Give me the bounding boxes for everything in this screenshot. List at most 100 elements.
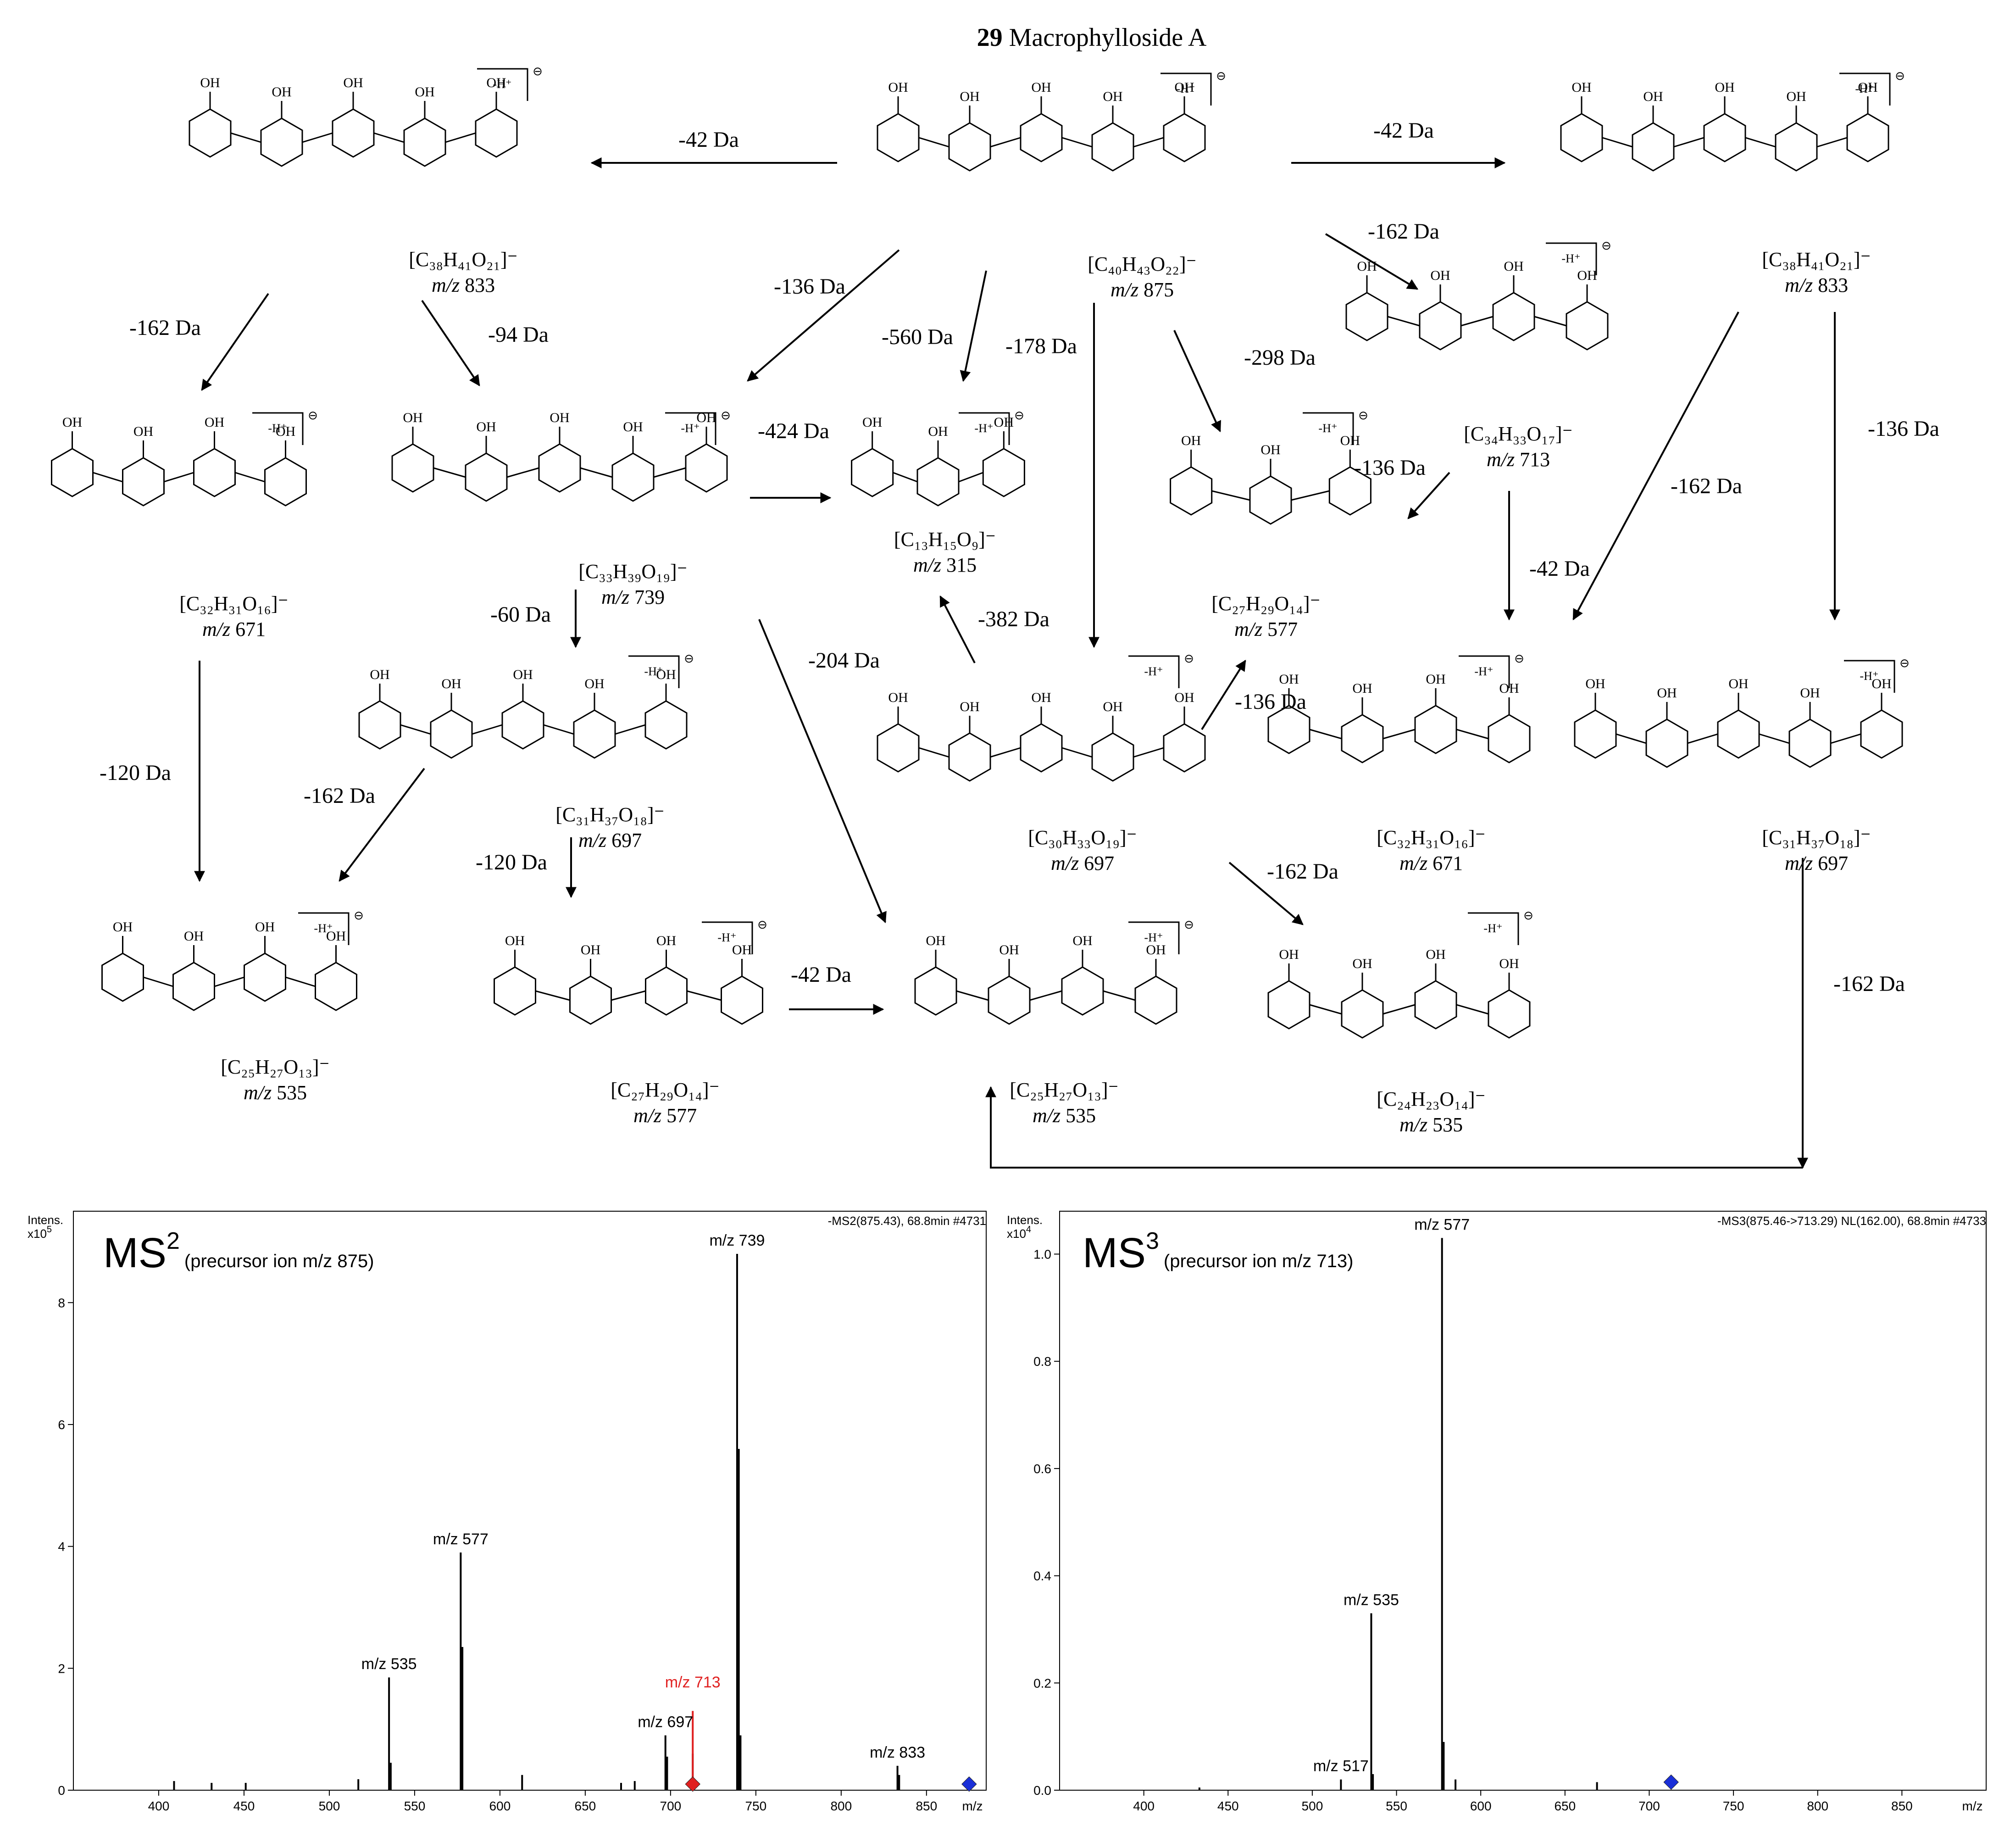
ring-0 <box>1574 709 1617 759</box>
x-tick-label: 550 <box>1386 1799 1407 1813</box>
ring-2 <box>1061 966 1104 1016</box>
hydroxyl-label: OH <box>1786 89 1806 104</box>
hydroxyl-label: OH <box>888 690 908 705</box>
x-tick-label: 600 <box>1470 1799 1492 1813</box>
fragmentation-arrow <box>747 249 900 382</box>
charge-label: -H⁺ <box>1855 82 1874 95</box>
hydroxyl-label: OH <box>1340 433 1360 448</box>
hydroxyl-label: OH <box>370 667 389 682</box>
ring-1 <box>1341 714 1384 763</box>
negative-charge-icon: ⊖ <box>1523 909 1533 922</box>
mz-prefix: m/z <box>633 1104 661 1127</box>
mz-value: 315 <box>941 554 977 576</box>
bond-1 <box>1383 1004 1416 1015</box>
hydroxyl-label: OH <box>581 942 600 957</box>
neutral-loss-label: -94 Da <box>488 323 549 347</box>
ring-0 <box>391 443 434 493</box>
neutral-loss-label: -162 Da <box>1671 474 1742 498</box>
bond-0 <box>93 472 123 483</box>
ring-3 <box>721 975 763 1025</box>
bracket-line <box>1128 655 1180 688</box>
x-tick-label: 500 <box>319 1799 340 1813</box>
ring-0 <box>1267 705 1310 754</box>
ion-mz: m/z 671 <box>1399 852 1463 874</box>
ring-3 <box>403 117 446 167</box>
mz-value: 833 <box>1813 274 1848 296</box>
neutral-loss-label: -136 Da <box>1235 690 1306 714</box>
hydroxyl-label: OH <box>113 919 133 935</box>
ring-1 <box>1645 718 1688 768</box>
bond-0 <box>918 137 950 148</box>
plot-frame <box>1059 1211 1987 1791</box>
bracket-line <box>1161 72 1212 106</box>
neutral-loss-label: -162 Da <box>304 784 375 808</box>
ring-1 <box>430 709 473 759</box>
peak-annotation: m/z 697 <box>638 1713 693 1731</box>
hydroxyl-label: OH <box>584 676 604 691</box>
charge-label: -H⁺ <box>1144 665 1163 678</box>
x-tick-label: 800 <box>830 1799 852 1813</box>
charge-bracket: -H⁺⊖ <box>702 918 767 954</box>
hydroxyl-label: OH <box>623 419 643 434</box>
hydroxyl-label: OH <box>960 89 979 104</box>
ion-mz: m/z 671 <box>202 618 266 640</box>
neutral-loss-label: -42 Da <box>1373 118 1434 143</box>
fragmentation-arrow <box>1407 472 1450 519</box>
x-tick-label: 450 <box>1217 1799 1239 1813</box>
x-tick-label: 450 <box>233 1799 255 1813</box>
ion-formula: [C₃₂H₃₁O₁₆]⁻ <box>1377 826 1485 849</box>
neutral-loss-label: -136 Da <box>1868 417 1939 441</box>
ion-formula: [C₃₁H₃₇O₁₈]⁻ <box>555 803 664 826</box>
ion-mz: m/z 577 <box>633 1104 697 1127</box>
bracket-line <box>628 655 680 688</box>
ring-3 <box>1488 714 1531 763</box>
ion-formula: [C₂₇H₂₉O₁₄]⁻ <box>1211 592 1320 615</box>
ion-mz: m/z 697 <box>1051 852 1114 874</box>
ion-formula: [C₁₃H₁₅O₉]⁻ <box>894 528 996 551</box>
ion-mz: m/z 697 <box>578 829 642 852</box>
charge-bracket: -H⁺⊖ <box>1128 918 1194 954</box>
hydroxyl-label: OH <box>1871 676 1891 691</box>
x-tick-label: 400 <box>1133 1799 1155 1813</box>
y-tick-label: 0 <box>58 1783 65 1798</box>
ion-mz: m/z 739 <box>601 586 665 608</box>
hydroxyl-label: OH <box>1031 690 1051 705</box>
hydroxyl-label: OH <box>1174 690 1194 705</box>
ms3-spectrum: Intens. x104 MS3(precursor ion m/z 713) … <box>1007 1211 1987 1813</box>
x-tick-label: 800 <box>1807 1799 1828 1813</box>
neutral-loss-label: -424 Da <box>758 419 829 443</box>
ring-0 <box>101 952 144 1002</box>
ion-formula: [C₃₂H₃₁O₁₆]⁻ <box>179 592 288 615</box>
ring-0 <box>51 448 94 497</box>
hydroxyl-label: OH <box>276 424 295 439</box>
precursor-marker-icon <box>1663 1774 1679 1790</box>
ring-3 <box>1488 989 1531 1039</box>
mz-value: 577 <box>1262 618 1298 640</box>
charge-label: -H⁺ <box>681 422 700 435</box>
ring-0 <box>189 108 232 158</box>
fragmentation-arrow <box>939 595 976 663</box>
ring-2 <box>244 952 286 1002</box>
hydroxyl-label: OH <box>960 699 979 714</box>
mz-value: 697 <box>606 829 642 852</box>
bracket-line <box>702 921 753 954</box>
hydroxyl-label: OH <box>1426 672 1445 687</box>
fragmentation-arrow <box>1201 659 1246 730</box>
hydroxyl-label: OH <box>1504 259 1523 274</box>
ms3-scan-info: -MS3(875.46->713.29) NL(162.00), 68.8min… <box>1717 1214 1986 1228</box>
hydroxyl-label: OH <box>255 919 275 935</box>
hydroxyl-label: OH <box>1499 956 1519 971</box>
negative-charge-icon: ⊖ <box>721 409 731 422</box>
bracket-line <box>298 912 350 945</box>
peak-annotation: m/z 577 <box>433 1531 489 1548</box>
neutral-loss-label: -162 Da <box>1368 219 1439 244</box>
charge-bracket: -H⁺⊖ <box>1468 909 1533 945</box>
hydroxyl-label: OH <box>1657 685 1677 701</box>
ms2-spectrum: Intens. x105 MS2(precursor ion m/z 875) … <box>28 1211 987 1813</box>
bond-1 <box>611 990 646 1001</box>
bond-0 <box>230 132 261 143</box>
